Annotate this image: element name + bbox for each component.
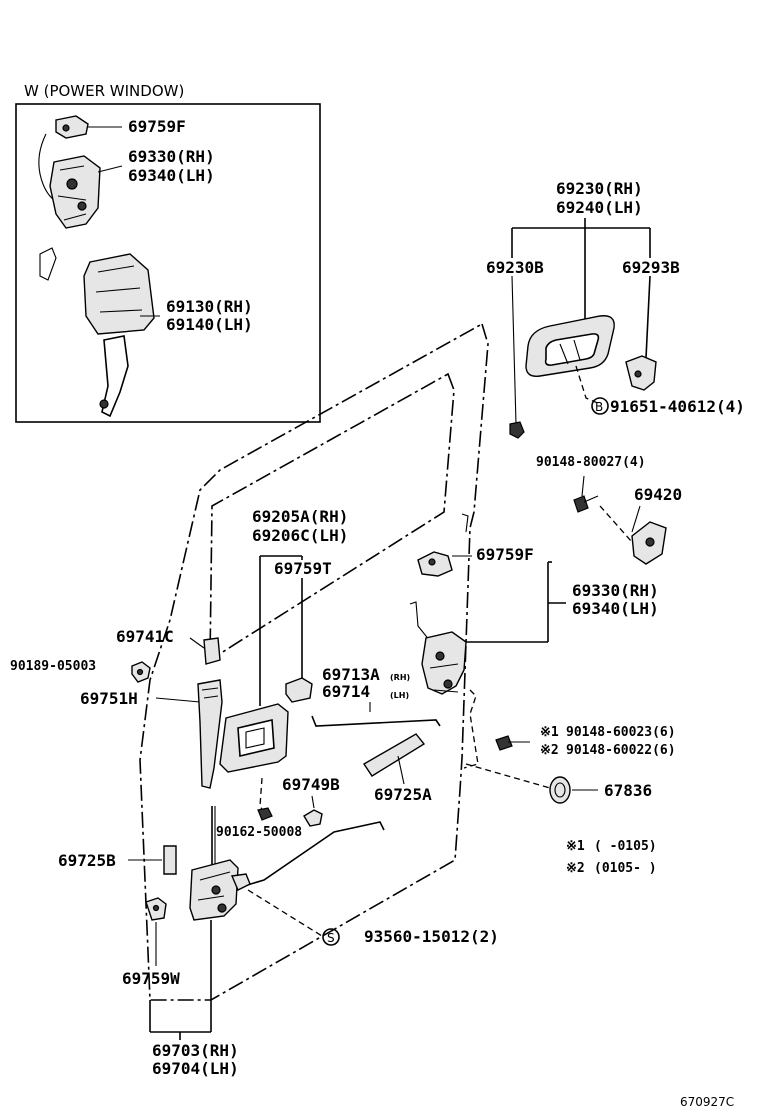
label-90162-50008: 90162-50008 (216, 825, 302, 840)
label-69759F-center: 69759F (476, 545, 534, 564)
inset-label-69130-rh: 69130(RH) (166, 297, 253, 316)
inset-label-69330-rh: 69330(RH) (128, 147, 215, 166)
inset-lock-shape (38, 133, 123, 229)
inset-bracket-shape (55, 115, 122, 139)
label-69741C: 69741C (116, 627, 174, 646)
note2-text: (0105- ) (594, 861, 657, 876)
lock-knob-group: 69751H (80, 679, 223, 789)
lock-rod-group: 69713A (RH) 69714 (LH) (311, 665, 441, 727)
door-lock-group: 69330(RH) 69340(LH) (409, 561, 659, 769)
clip-69741C-group: 69741C 90189-05003 (10, 627, 221, 683)
label-69420: 69420 (634, 485, 682, 504)
label-69749B: 69749B (282, 775, 340, 794)
mark-note2-screw: ※2 (540, 743, 559, 758)
rod-holder-69725A-group: 69725A (363, 733, 432, 804)
label-67836: 67836 (604, 781, 652, 800)
label-69240-lh: 69240(LH) (556, 198, 643, 217)
outside-handle-group: 69230(RH) 69240(LH) 69230B 69293B (486, 179, 680, 439)
door-screw-group: 90148-80027(4) 69420 (536, 455, 682, 565)
label-69759W: 69759W (122, 969, 180, 988)
inside-handle-group: 69205A(RH) 69206C(LH) 69759T (219, 507, 348, 821)
label-69340-lh: 69340(LH) (572, 599, 659, 618)
label-69713A: 69713A (322, 665, 380, 684)
bracket-69759F-group: 69759F (417, 545, 534, 577)
diagram-code: 670927C (680, 1095, 734, 1109)
label-69759T: 69759T (274, 559, 332, 578)
inset-label-69140-lh: 69140(LH) (166, 315, 253, 334)
clip-69759T-shape (285, 677, 313, 703)
rear-lock-bracket (149, 920, 212, 1040)
grommet-group: 67836 (465, 763, 652, 804)
note1-mark: ※1 (566, 839, 585, 854)
inset-actuator-shape (39, 247, 160, 418)
label-69703-rh: 69703(RH) (152, 1041, 239, 1060)
label-90189-05003: 90189-05003 (10, 659, 96, 674)
label-69205A-rh: 69205A(RH) (252, 507, 348, 526)
label-93560-15012: 93560-15012(2) (364, 927, 499, 946)
label-69713A-side: (RH) (390, 673, 410, 682)
mark-note1-screw: ※1 (540, 725, 559, 740)
rod-holder-69725B-shape (163, 845, 177, 875)
lock-knob-shape (197, 679, 223, 789)
label-69751H: 69751H (80, 689, 138, 708)
bolt-mark-circle (591, 397, 609, 415)
grommet-shape (549, 776, 571, 804)
label-90148-60022: 90148-60022(6) (566, 743, 676, 758)
label-69714-side: (LH) (390, 691, 409, 700)
lock-screw-group: ※1 90148-60023(6) ※2 90148-60022(6) (495, 725, 676, 758)
inset-label-69759F: 69759F (128, 117, 186, 136)
inset-frame (15, 103, 321, 423)
clip-69749B-group: 69749B 90162-50008 (216, 775, 340, 840)
mark-B: B (595, 400, 603, 414)
label-69330-rh: 69330(RH) (572, 581, 659, 600)
label-69206C-lh: 69206C(LH) (252, 526, 348, 545)
label-69725B: 69725B (58, 851, 116, 870)
clip-69759W-group: 69759W (122, 897, 180, 988)
power-window-inset: W (POWER WINDOW) 69759F 69330(RH) 69340(… (15, 82, 321, 423)
inset-title: W (POWER WINDOW) (24, 82, 184, 100)
control-rods (211, 806, 385, 887)
mark-S: S (327, 931, 335, 945)
rod-holder-69725A-shape (363, 733, 426, 777)
label-69704-lh: 69704(LH) (152, 1059, 239, 1078)
rod-holder-69725B-group: 69725B (58, 845, 177, 875)
label-69230-rh: 69230(RH) (556, 179, 643, 198)
label-90148-60023: 90148-60023(6) (566, 725, 676, 740)
rear-lock-group (189, 859, 323, 937)
label-69725A: 69725A (374, 785, 432, 804)
screw-mark-circle (322, 928, 340, 946)
label-90148-80027: 90148-80027(4) (536, 455, 646, 470)
inset-label-69340-lh: 69340(LH) (128, 166, 215, 185)
label-69714: 69714 (322, 682, 370, 701)
door-lock-shape (421, 631, 467, 695)
label-69293B: 69293B (622, 258, 680, 277)
note2-mark: ※2 (566, 861, 585, 876)
note1-text: ( -0105) (594, 839, 657, 854)
label-91651-40612: 91651-40612(4) (610, 397, 745, 416)
label-69230B: 69230B (486, 258, 544, 277)
